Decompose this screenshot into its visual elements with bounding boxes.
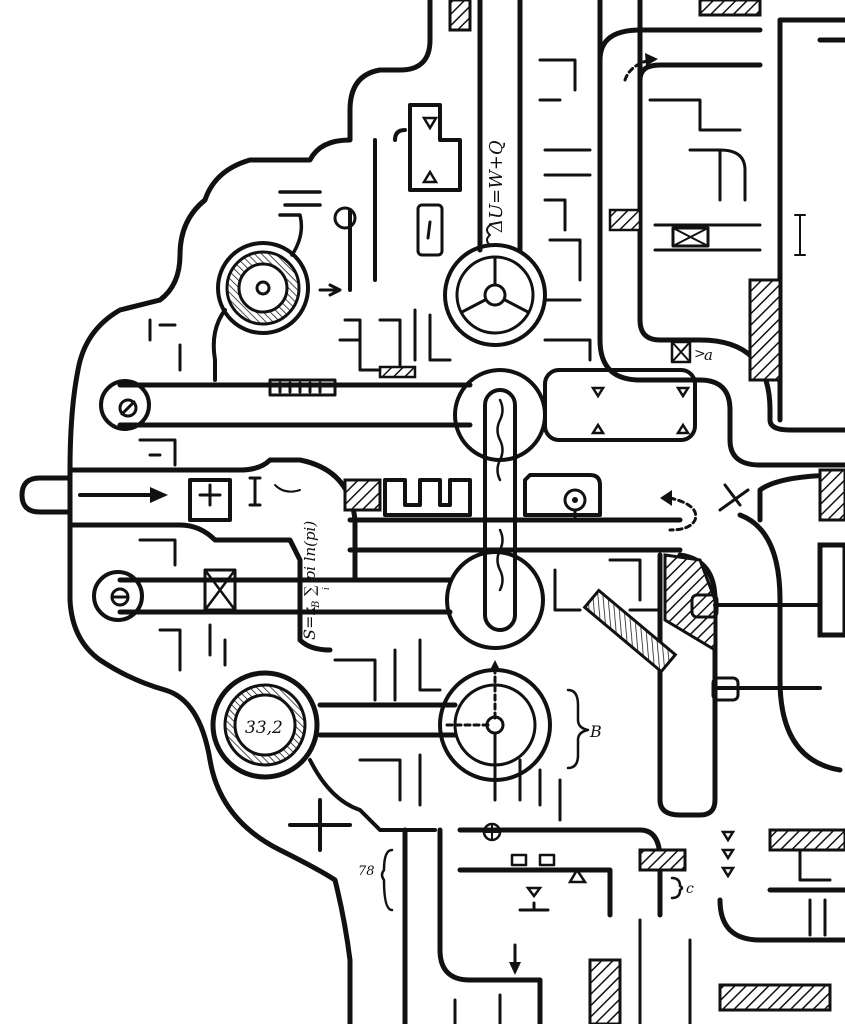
rod-cap-lower — [92, 570, 144, 622]
wavy-line-icon — [496, 528, 504, 592]
rod-cap-upper — [99, 379, 151, 431]
boxed-x-icon — [670, 340, 692, 364]
hub-lower — [445, 550, 545, 650]
inlet-pipe — [19, 475, 73, 515]
entropy-equation: S=k B ∑ pi ln(pi) i — [300, 521, 332, 640]
svg-text:ΔU=W+Q: ΔU=W+Q — [486, 140, 507, 233]
svg-text:B: B — [311, 601, 322, 609]
vertical-pipe-right — [657, 552, 718, 818]
central-piston — [483, 388, 517, 632]
bottom-pipes — [402, 827, 543, 1024]
label-b: B — [589, 722, 602, 741]
wavy-line-icon — [496, 398, 504, 482]
gauge-dial — [210, 670, 320, 780]
svg-text:i: i — [322, 587, 332, 590]
label-78: 78 — [358, 864, 375, 879]
dial-value: 33,2 — [245, 718, 283, 738]
triangle-marker-icon — [421, 116, 439, 131]
valve-icon — [188, 478, 232, 522]
dial-icon — [216, 241, 310, 335]
triangle-marker-icon — [567, 867, 588, 884]
arrow-icon — [150, 487, 168, 503]
rod-middle — [347, 517, 683, 553]
boxed-x-icon — [671, 226, 710, 248]
valve-housing — [408, 103, 462, 192]
triangle-marker-icon — [421, 169, 439, 184]
curved-pipe-right — [737, 512, 843, 773]
label-c: c — [686, 881, 694, 897]
hub-top — [443, 243, 547, 347]
svg-text:∑ pi ln(pi): ∑ pi ln(pi) — [301, 521, 319, 596]
rod-bottom — [317, 702, 458, 738]
svg-text:>: > — [694, 346, 706, 362]
main-vertical-shaft — [477, 0, 523, 253]
rod-upper — [117, 382, 473, 428]
svg-text:S=k: S=k — [300, 606, 319, 640]
outer-hull — [67, 0, 433, 1024]
large-pipe-top — [597, 0, 845, 468]
boxed-x-icon — [203, 568, 237, 612]
rod-lower — [117, 577, 453, 615]
energy-equation: ΔU=W+Q — [486, 140, 507, 233]
tank-right — [543, 368, 697, 442]
label-a: a — [704, 346, 713, 364]
